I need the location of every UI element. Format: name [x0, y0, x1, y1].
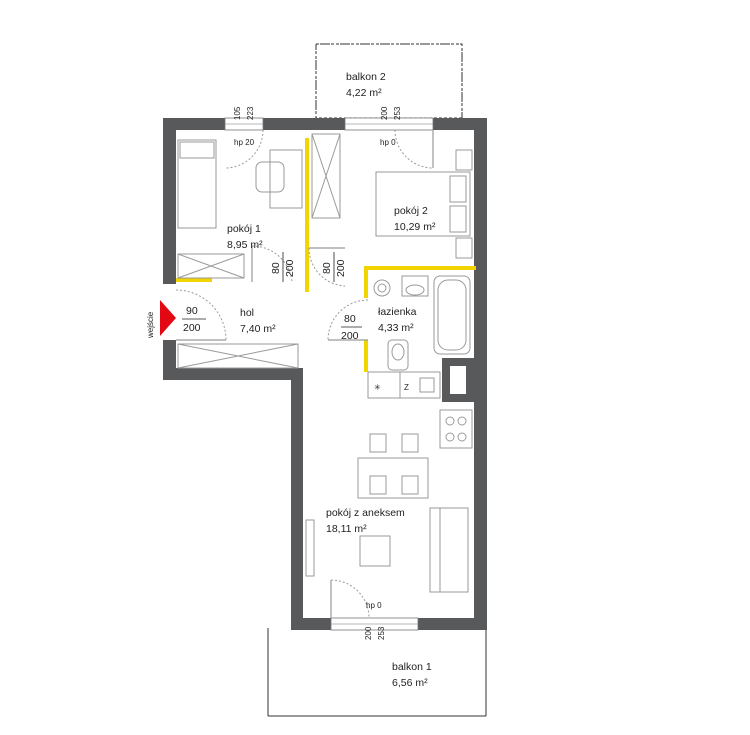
balcony-2-name: balkon 2 [346, 71, 386, 83]
salon-window-label: hp 0 [366, 601, 382, 610]
balcony-2 [315, 43, 463, 119]
lazienka-area: 4,33 m² [378, 322, 414, 334]
interior-walls [176, 138, 476, 372]
svg-text:Z: Z [404, 383, 409, 392]
entrance-door-height: 200 [183, 322, 201, 334]
pokoj-2-window-height: 253 [393, 106, 402, 120]
svg-text:✳: ✳ [374, 383, 381, 392]
pokoj-1-window-width: 105 [233, 106, 242, 120]
salon-window-width: 200 [364, 626, 373, 640]
salon-window-height: 253 [377, 626, 386, 640]
lazienka-door-width: 80 [344, 313, 356, 325]
lazienka-door-height: 200 [341, 330, 359, 342]
hol-area: 7,40 m² [240, 323, 276, 335]
pokoj-1-area: 8,95 m² [227, 239, 263, 251]
balcony-1-area: 6,56 m² [392, 677, 428, 689]
doors [175, 129, 434, 619]
hol-name: hol [240, 307, 254, 319]
entrance-marker: wejście [146, 300, 176, 339]
pokoj-2-area: 10,29 m² [394, 221, 436, 233]
balcony-1 [267, 628, 487, 717]
pokoj-1-window-height: 223 [246, 106, 255, 120]
pokoj-2-name: pokój 2 [394, 205, 428, 217]
installation-shaft [442, 358, 474, 402]
balcony-1-name: balkon 1 [392, 661, 432, 673]
pokoj-2-window-width: 200 [380, 106, 389, 120]
furniture: ✳ Z [177, 133, 473, 593]
entrance-door-width: 90 [186, 305, 198, 317]
pokoj-1-door-height: 200 [284, 259, 296, 277]
pokoj-1-name: pokój 1 [227, 223, 261, 235]
pokoj-1-window-label: hp 20 [234, 138, 255, 147]
pokoj-1-door-width: 80 [270, 262, 282, 274]
windows [224, 117, 434, 631]
pokoj-2-door-width: 80 [321, 262, 333, 274]
exterior-walls [163, 118, 487, 630]
balcony-2-area: 4,22 m² [346, 87, 382, 99]
pokoj-2-door-height: 200 [335, 259, 347, 277]
salon-name: pokój z aneksem [326, 507, 405, 519]
entrance-label: wejście [146, 311, 155, 339]
lazienka-name: łazienka [378, 306, 417, 318]
pokoj-2-window-label: hp 0 [380, 138, 396, 147]
salon-area: 18,11 m² [326, 523, 367, 535]
